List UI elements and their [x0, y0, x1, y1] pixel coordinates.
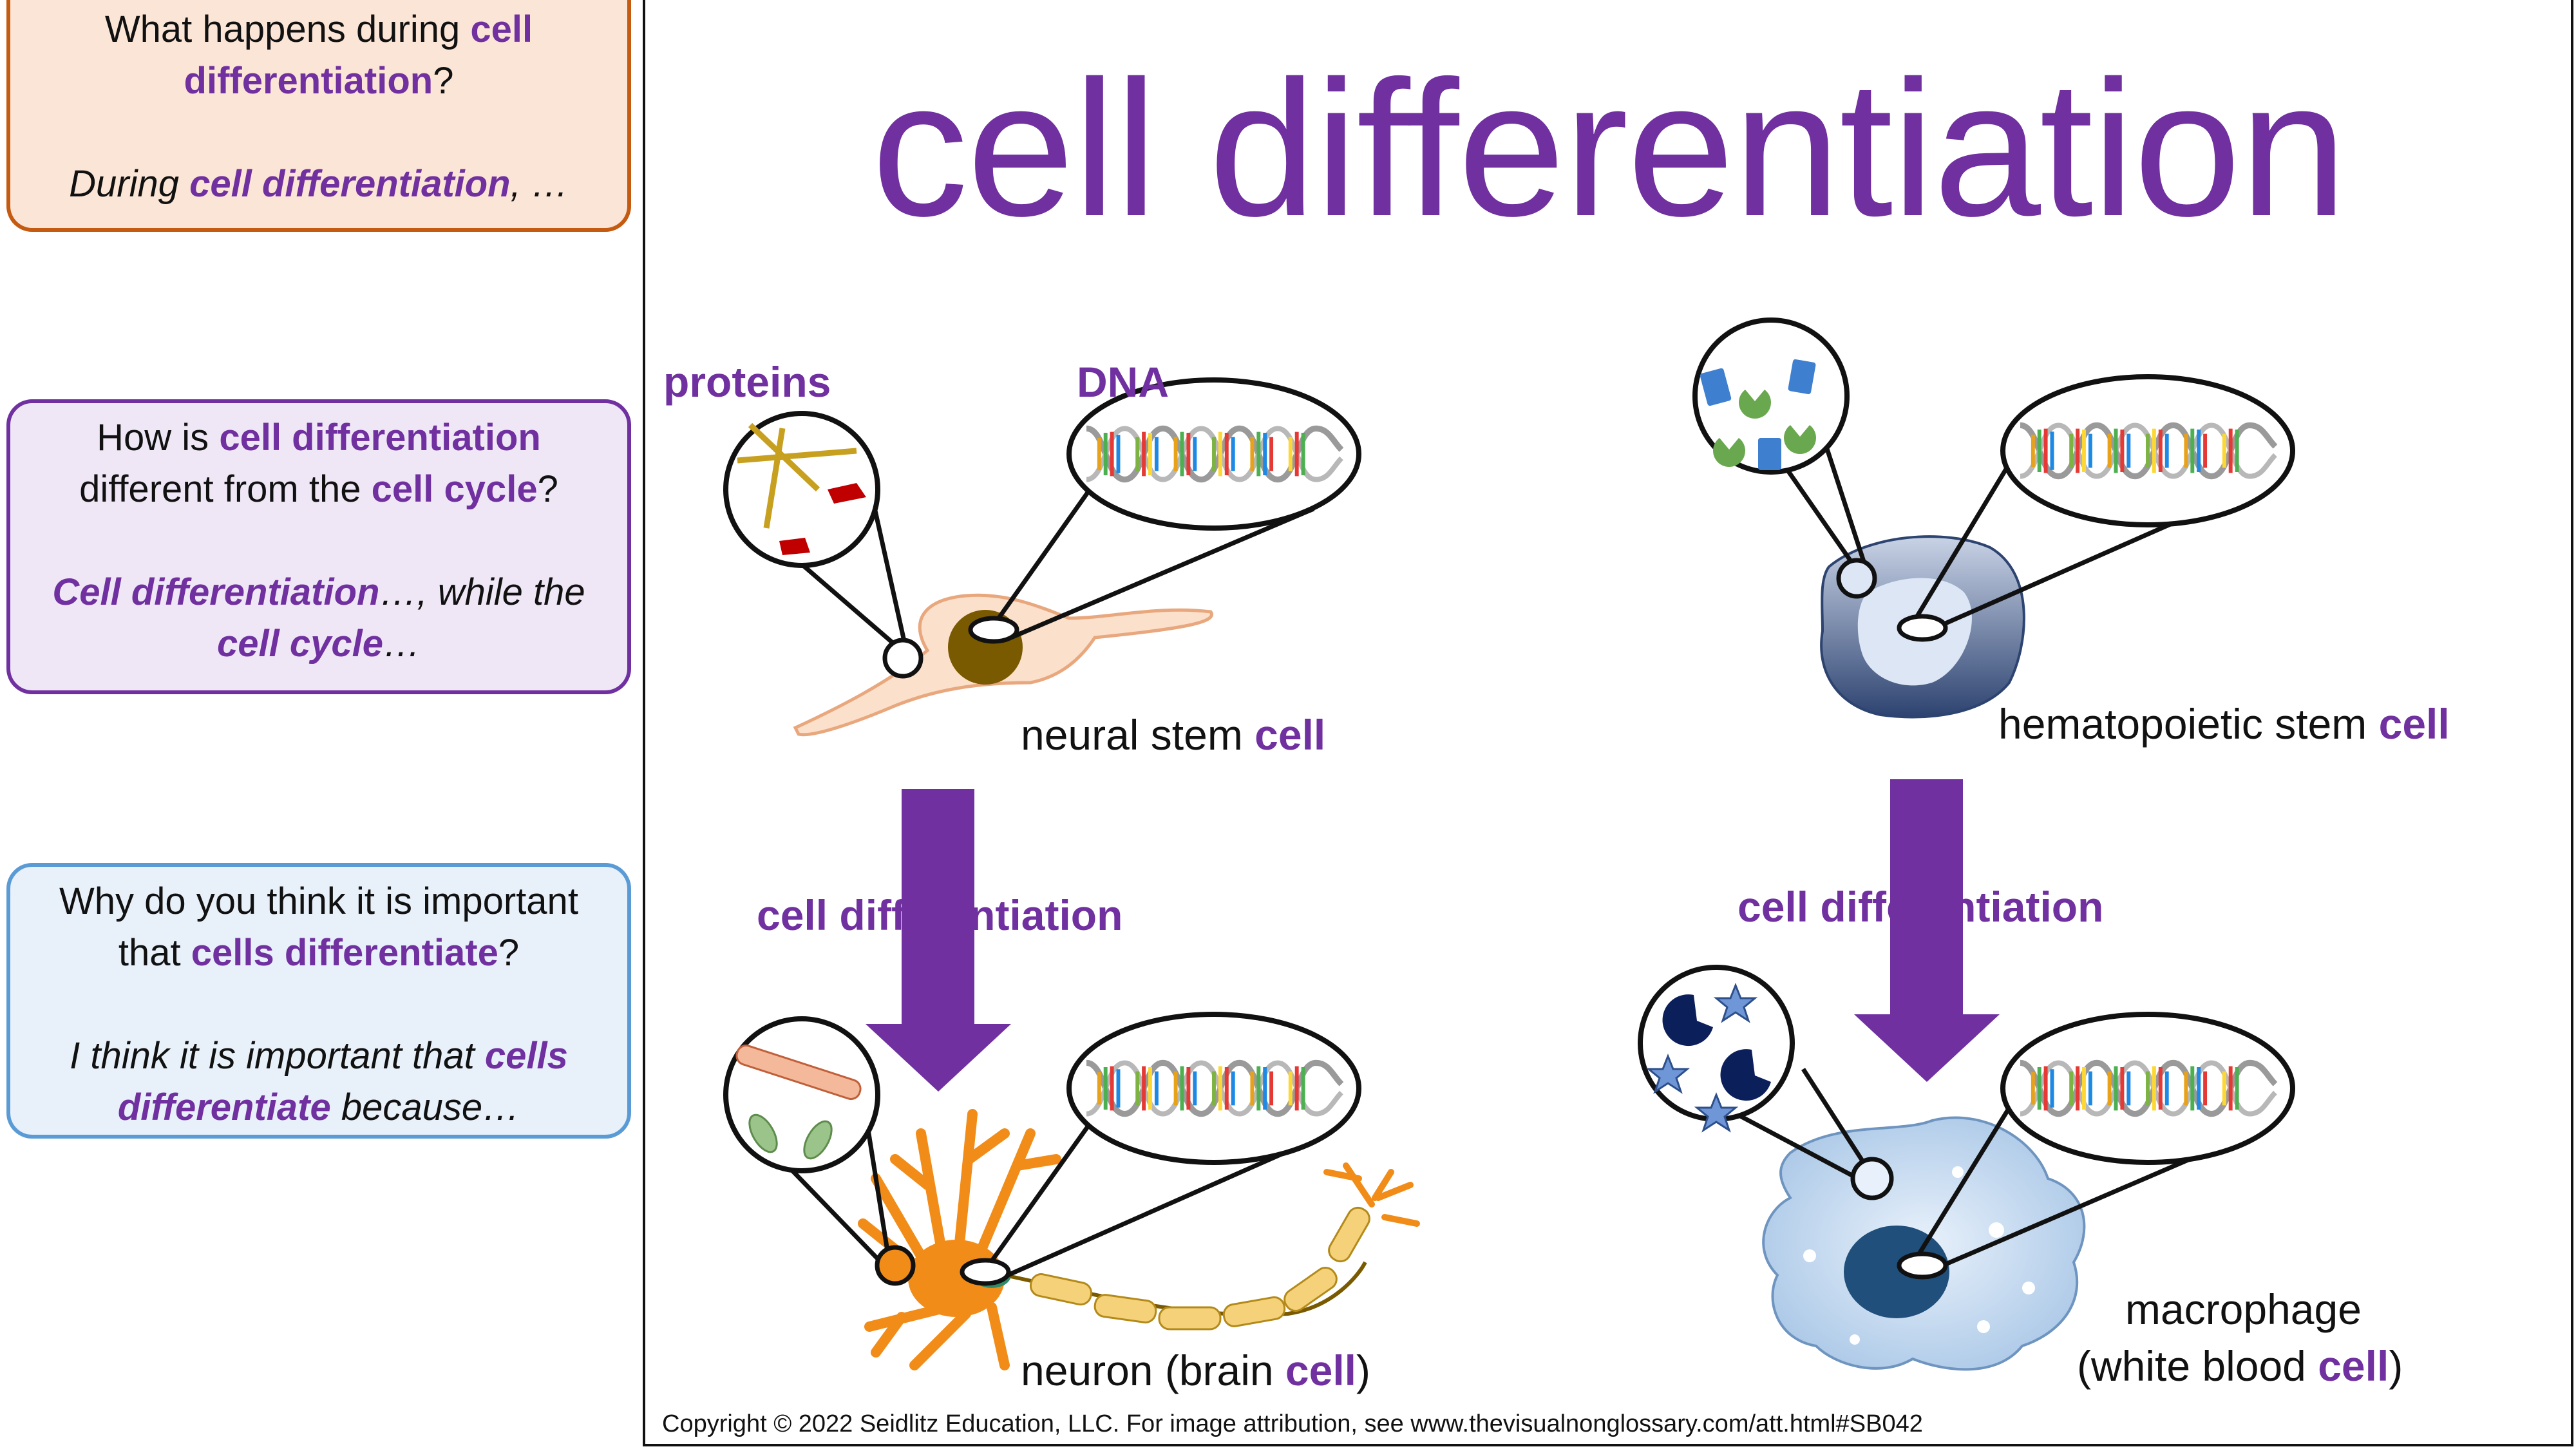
prompt-3-term: cells differentiate	[191, 932, 498, 974]
neuron-label: neuron (brain cell)	[1021, 1346, 1370, 1395]
prompt-1-question: What happens during cell differentiation…	[36, 4, 601, 107]
proteins-label: proteins	[663, 358, 831, 406]
slide-frame	[643, 0, 2573, 1446]
neuron-label-end: )	[1356, 1347, 1370, 1394]
neural-stem-proteins-callout	[723, 411, 923, 679]
neural-stem-cell-label: neural stem cell	[1021, 710, 1325, 759]
macrophage-dna-callout	[1897, 1012, 2295, 1280]
macrophage-proteins-callout	[1638, 965, 1894, 1200]
stem-2-term: Cell differentiation	[52, 571, 380, 613]
arrow-left-down	[866, 789, 1011, 1092]
arrow-right-label: cell differentiation	[1738, 883, 2104, 931]
stem-1-end: , …	[510, 163, 569, 205]
prompt-1-term: cell differentiation	[184, 8, 533, 102]
arrow-left-label: cell differentiation	[757, 891, 1123, 939]
stem-2-term2: cell cycle	[217, 623, 383, 665]
prompt-2-term2: cell cycle	[371, 468, 538, 510]
stem-3-end: because…	[330, 1086, 520, 1128]
prompt-3-text: Why do you think it is important that	[59, 880, 578, 974]
prompt-2-question: How is cell differentiation different fr…	[36, 412, 601, 515]
prompt-2-text: How is	[97, 417, 220, 459]
copyright-notice: Copyright © 2022 Seidlitz Education, LLC…	[662, 1410, 1923, 1437]
neuron-proteins-callout	[723, 1016, 916, 1286]
hematopoietic-label-term: cell	[2378, 700, 2450, 748]
macrophage-label-term: cell	[2318, 1342, 2389, 1390]
prompt-box-1: What happens during cell differentiation…	[6, 0, 631, 232]
hematopoietic-proteins-callout	[1692, 317, 1877, 599]
slide-title: cell differentiation	[871, 40, 2347, 256]
stem-1-text: During	[69, 163, 190, 205]
stem-1-term: cell differentiation	[189, 163, 511, 205]
macrophage-label-text: (white blood	[2077, 1342, 2318, 1390]
dna-label: DNA	[1077, 358, 1169, 406]
neural-stem-dna-callout	[968, 377, 1361, 644]
hematopoietic-label-text: hematopoietic stem	[1998, 700, 2379, 748]
hematopoietic-stem-cell-label: hematopoietic stem cell	[1998, 699, 2450, 748]
prompt-box-2: How is cell differentiation different fr…	[6, 399, 631, 694]
prompt-2-term: cell differentiation	[219, 417, 541, 459]
prompt-3-sentence-stem: I think it is important that cells diffe…	[36, 1030, 601, 1133]
prompt-1-sentence-stem: During cell differentiation, …	[36, 158, 601, 210]
prompt-3-question: Why do you think it is important that ce…	[36, 876, 601, 979]
prompt-box-3: Why do you think it is important that ce…	[6, 863, 631, 1139]
hematopoietic-dna-callout	[1897, 374, 2295, 642]
prompt-2-sentence-stem: Cell differentiation…, while the cell cy…	[36, 567, 601, 670]
stem-2-mid: …, while the	[379, 571, 585, 613]
prompt-1-text: What happens during	[104, 8, 471, 50]
arrow-right-down	[1854, 779, 2000, 1082]
prompt-2-mid: different from the	[79, 468, 372, 510]
stem-3-term: cells differentiate	[117, 1035, 568, 1128]
neural-stem-label-text: neural stem	[1021, 711, 1255, 759]
prompt-1-end: ?	[433, 60, 454, 102]
neural-stem-cell	[793, 593, 1213, 737]
macrophage-label-end: )	[2389, 1342, 2403, 1390]
neuron-label-text: neuron (brain	[1021, 1347, 1285, 1394]
prompt-2-end: ?	[537, 468, 558, 510]
neural-stem-label-term: cell	[1255, 711, 1326, 759]
macrophage-label-line2: (white blood cell)	[2077, 1341, 2403, 1390]
prompt-3-end: ?	[498, 932, 520, 974]
stem-2-end: …	[383, 623, 421, 665]
neuron-label-term: cell	[1285, 1347, 1357, 1394]
neuron-dna-callout	[960, 1012, 1361, 1286]
macrophage-label-line1: macrophage	[2125, 1285, 2362, 1333]
stem-3-text: I think it is important that	[70, 1035, 485, 1077]
